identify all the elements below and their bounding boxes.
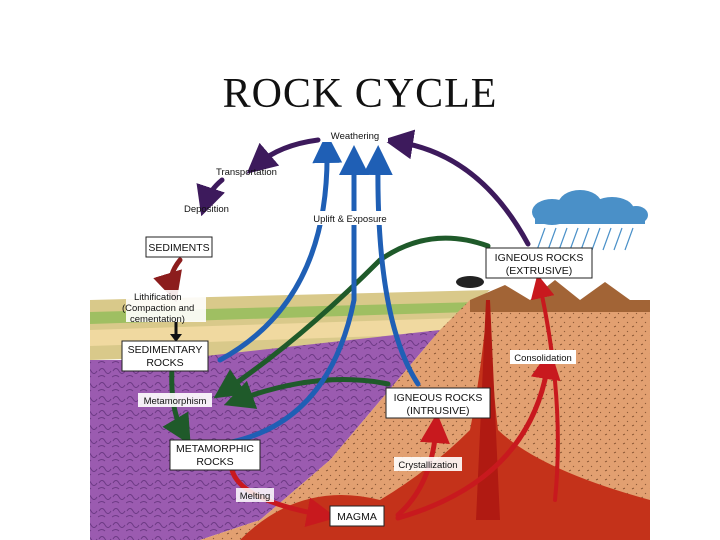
- box-metamorphic-rocks: [169, 439, 261, 471]
- label-lithification: Lithification: [134, 292, 182, 303]
- arrow-uplift-left: [217, 133, 343, 363]
- label-igneous-intrusive: IGNEOUS ROCKS: [394, 392, 483, 404]
- arrow-to-weathering: [383, 129, 531, 247]
- label-uplift-exposure: Uplift & Exposure: [313, 214, 386, 225]
- label-consolidation: Consolidation: [514, 353, 572, 364]
- label-sedimentary-rocks: SEDIMENTARY: [128, 344, 203, 356]
- label-sedimentary-rocks-2: ROCKS: [146, 357, 183, 369]
- label-metamorphism: Metamorphism: [144, 396, 207, 407]
- label-igneous-extrusive-2: (EXTRUSIVE): [506, 265, 573, 277]
- box-sedimentary-rocks: [121, 340, 209, 372]
- box-sediments: [145, 236, 213, 258]
- arrow-to-deposition: [196, 177, 225, 217]
- arrow-crystallization: [395, 413, 450, 518]
- slide-title: ROCK CYCLE: [222, 71, 498, 117]
- arrow-sed-to-metamorphism: [213, 235, 491, 399]
- eruption-cloud: [456, 276, 484, 288]
- label-metamorphic-rocks: METAMORPHIC: [176, 443, 254, 455]
- box-igneous-extrusive: [485, 247, 593, 279]
- arrow-to-lithification: [153, 257, 183, 303]
- arrow-consolidation: [395, 349, 561, 521]
- label-igneous-extrusive: IGNEOUS ROCKS: [495, 252, 584, 264]
- volcano-mountains: [470, 280, 650, 312]
- magma-chamber: [240, 300, 650, 540]
- arrow-uplift-center: [229, 145, 369, 445]
- label-lithification-3: cementation): [130, 314, 185, 325]
- arrow-to-transportation: [246, 137, 321, 174]
- label-lithification-2: (Compaction and: [122, 303, 194, 314]
- label-transportation: Transportation: [216, 167, 277, 178]
- metamorphic-zone: [90, 330, 440, 540]
- box-igneous-intrusive: [385, 387, 491, 419]
- label-sediments: SEDIMENTS: [148, 242, 209, 254]
- arrow-uplift-right: [362, 145, 421, 387]
- arrow-magma-to-extrusive: [530, 274, 560, 502]
- label-weathering: Weathering: [331, 131, 379, 142]
- label-igneous-intrusive-2: (INTRUSIVE): [407, 405, 470, 417]
- box-magma: [329, 505, 385, 527]
- label-melting: Melting: [240, 491, 271, 502]
- rain-cloud: [532, 190, 648, 251]
- label-deposition: Deposition: [184, 204, 229, 215]
- label-magma: MAGMA: [337, 511, 377, 523]
- label-metamorphic-rocks-2: ROCKS: [196, 456, 233, 468]
- label-crystallization: Crystallization: [398, 460, 457, 471]
- arrow-igneous-to-metamorphism: [223, 377, 391, 409]
